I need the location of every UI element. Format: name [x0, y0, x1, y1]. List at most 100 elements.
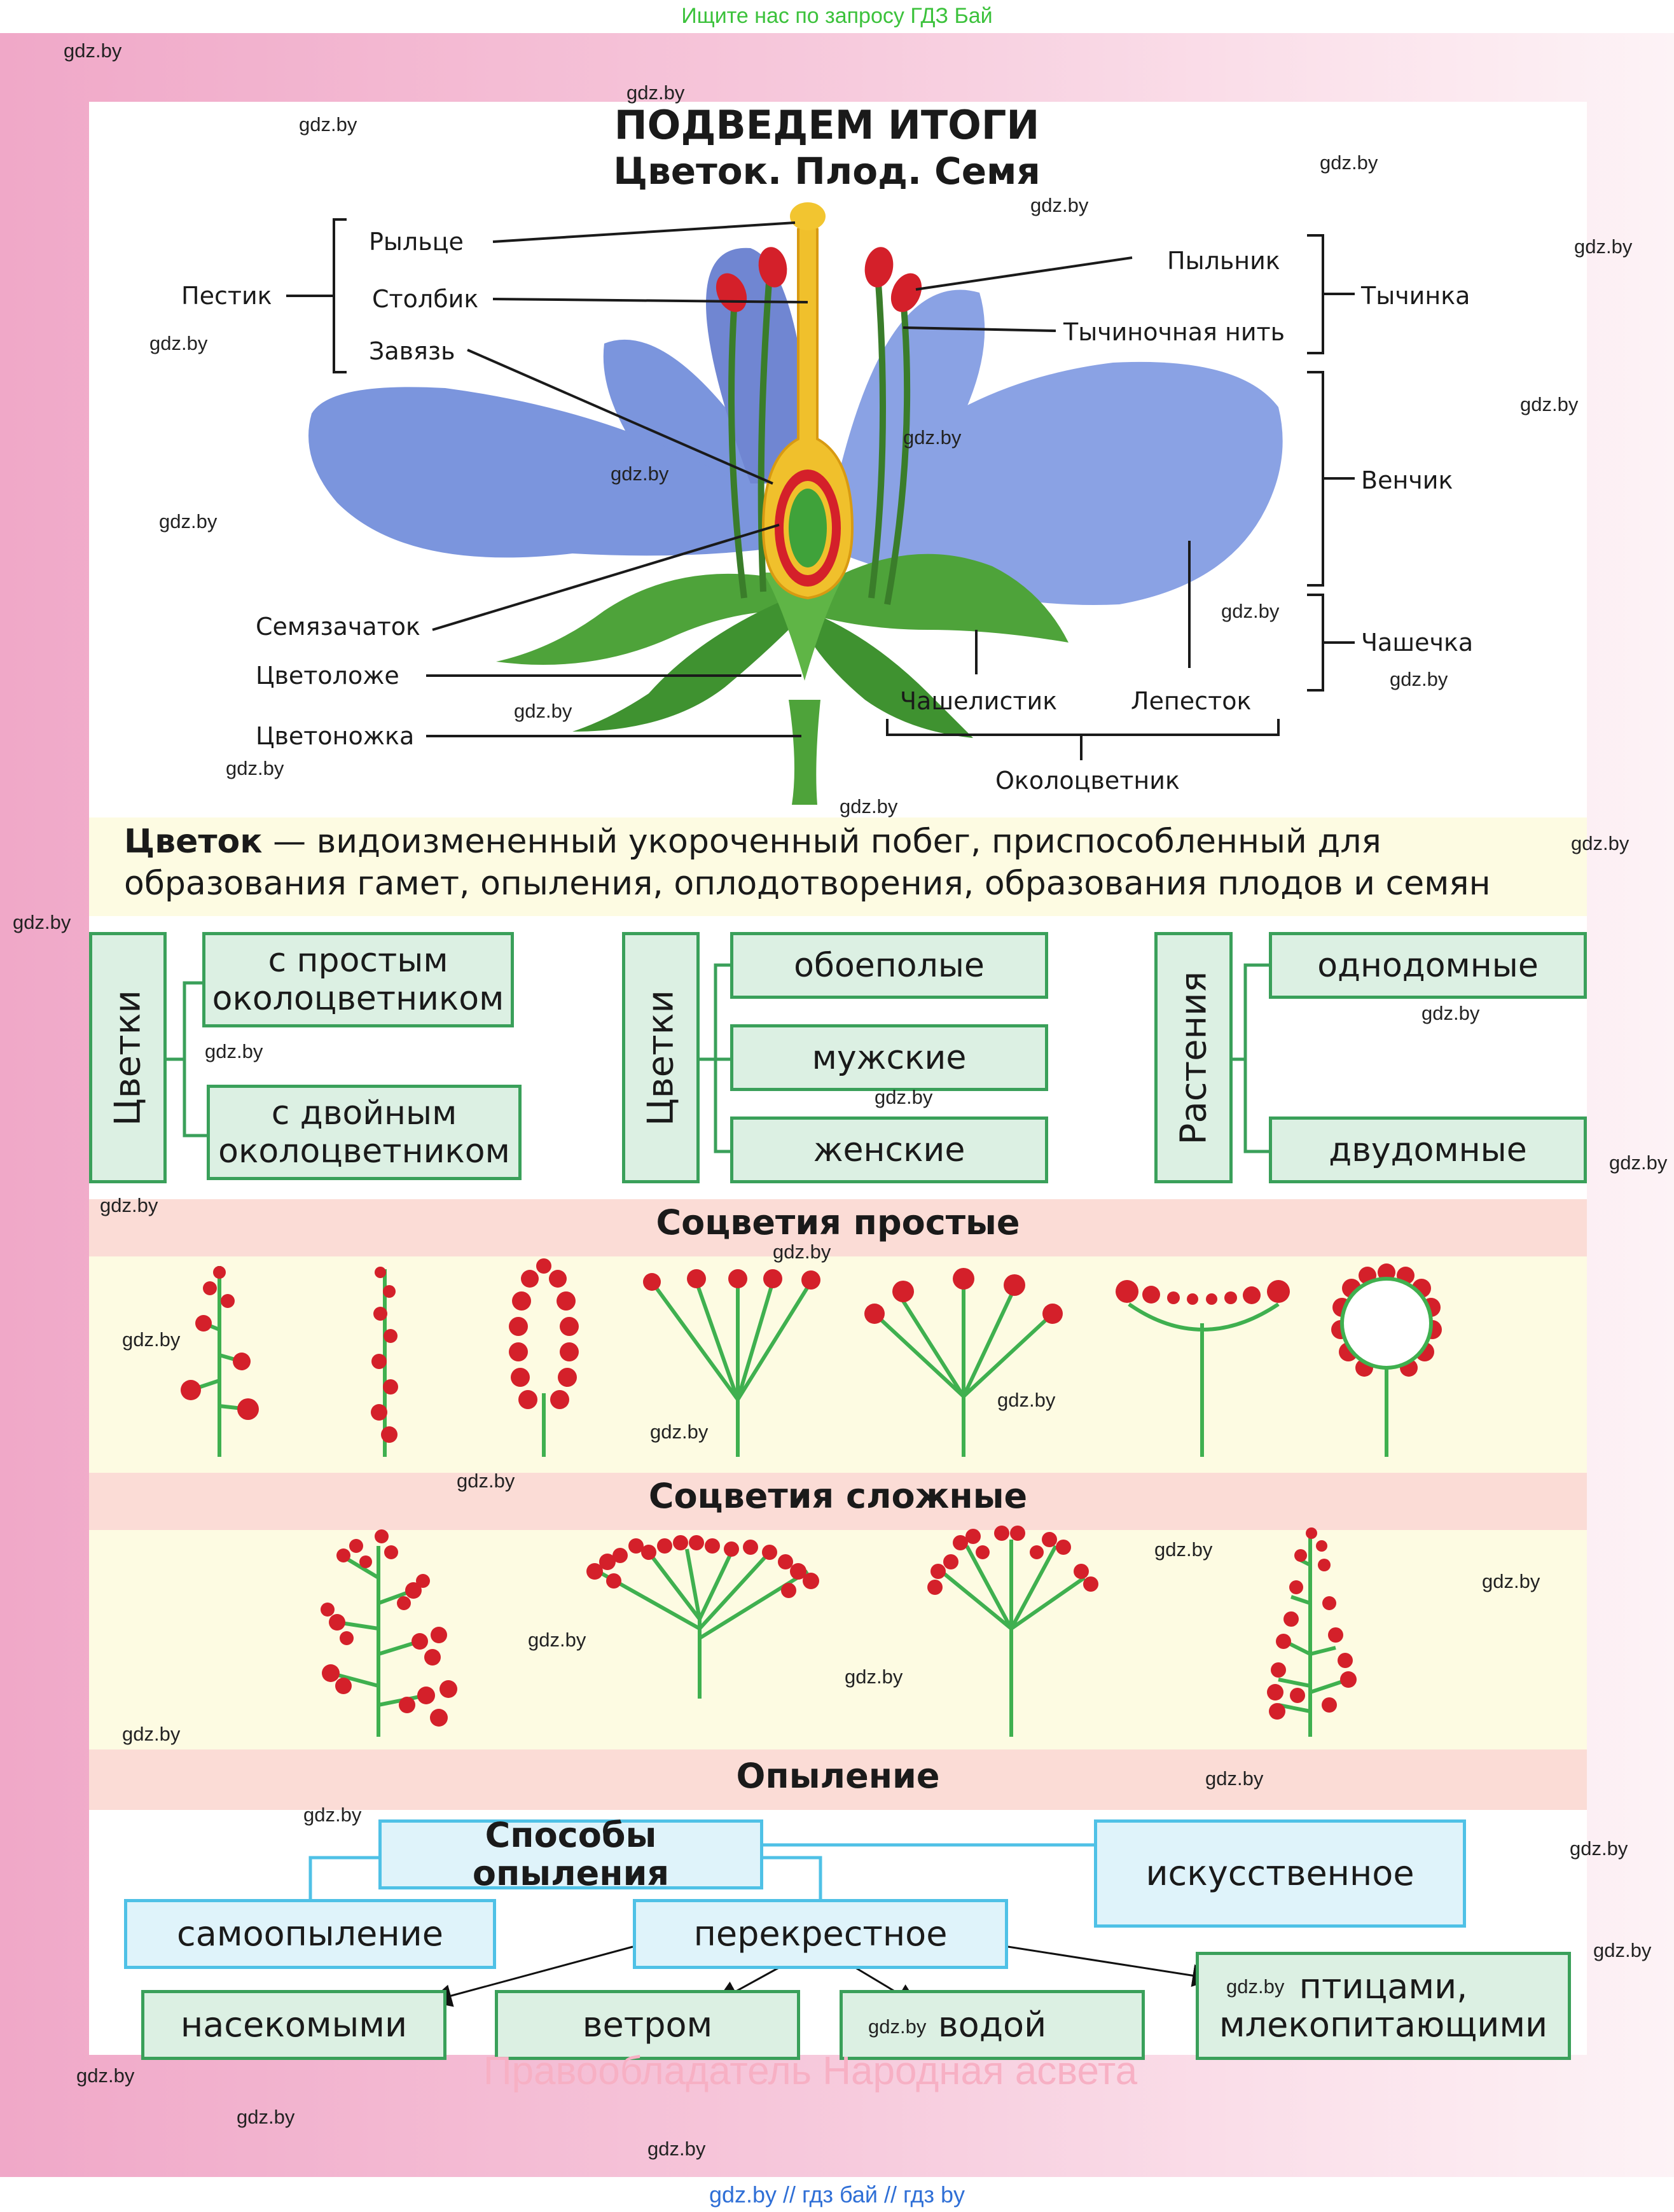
watermark: gdz.by	[1520, 393, 1579, 415]
box-female: женские	[730, 1116, 1048, 1183]
sepal-right	[820, 553, 1069, 643]
watermark: gdz.by	[1609, 1151, 1668, 1174]
box-bisexual: обоеполые	[730, 932, 1048, 999]
watermark: gdz.by	[840, 795, 898, 817]
watermark: gdz.by	[1422, 1002, 1480, 1024]
label-venchik: Венчик	[1361, 466, 1453, 494]
watermark: gdz.by	[650, 1421, 709, 1443]
definition-box	[89, 817, 1587, 916]
watermark: gdz.by	[457, 1470, 515, 1492]
petal-back-right	[840, 289, 985, 503]
box-dioecious: двудомные	[1269, 1116, 1587, 1183]
top-banner[interactable]: Ищите нас по запросу ГДЗ Бай	[0, 0, 1674, 33]
watermark: gdz.by	[205, 1040, 263, 1062]
pollination-header-band	[89, 1749, 1587, 1810]
flower-stem	[789, 700, 820, 805]
label-cvetonozhka: Цветоножка	[256, 722, 415, 750]
box-male: мужские	[730, 1024, 1048, 1091]
watermark: gdz.by	[299, 113, 357, 136]
stigma	[790, 202, 826, 230]
watermark: gdz.by	[1030, 194, 1089, 216]
watermark: gdz.by	[1154, 1538, 1213, 1561]
watermark: gdz.by	[1390, 668, 1448, 690]
simple-inflorescences-panel	[89, 1256, 1587, 1473]
watermark: gdz.by	[875, 1086, 933, 1108]
watermark: gdz.by	[1320, 151, 1378, 174]
page-title: ПОДВЕДЕМ ИТОГИ	[614, 102, 1040, 148]
label-lepestok: Лепесток	[1131, 687, 1252, 715]
page-subtitle: Цветок. Плод. Семя	[613, 150, 1041, 193]
simple-inflorescences-title: Соцветия простые	[656, 1202, 1020, 1242]
watermark: gdz.by	[1570, 1837, 1628, 1860]
watermark: gdz.by	[1221, 600, 1280, 622]
watermark: gdz.by	[997, 1389, 1056, 1411]
petal-left	[308, 387, 782, 558]
watermark: gdz.by	[647, 2138, 706, 2160]
watermark: gdz.by	[122, 1328, 181, 1351]
label-stolbik: Столбик	[372, 285, 479, 313]
watermark: gdz.by	[159, 510, 218, 532]
complex-header-band	[89, 1473, 1587, 1530]
classification-head-1: Цветки	[89, 932, 167, 1183]
ovule	[789, 489, 827, 567]
watermark: gdz.by	[1482, 1570, 1540, 1592]
self-pollination-box: самоопыление	[124, 1899, 496, 1969]
cross-pollination-box: перекрестное	[633, 1899, 1008, 1969]
watermark: gdz.by	[845, 1666, 903, 1688]
watermark: gdz.by	[903, 426, 962, 449]
watermark: gdz.by	[1571, 832, 1629, 854]
label-tych-nit: Тычиночная нить	[1063, 318, 1285, 346]
watermark: gdz.by	[226, 757, 284, 779]
definition-text: Цветок — видоизмененный укороченный побе…	[124, 821, 1574, 905]
watermark: gdz.by	[149, 332, 208, 354]
sepal-left	[496, 573, 789, 665]
watermark: gdz.by	[64, 39, 122, 62]
watermark: gdz.by	[237, 2106, 295, 2128]
complex-inflorescences-title: Соцветия сложные	[648, 1476, 1028, 1516]
label-zavyaz: Завязь	[369, 337, 455, 365]
watermark: gdz.by	[303, 1804, 362, 1826]
simple-header-band	[89, 1199, 1587, 1256]
watermark: gdz.by	[1574, 235, 1633, 258]
sepal-lower-right	[808, 611, 973, 738]
petal-right	[840, 361, 1283, 605]
watermark: gdz.by	[13, 911, 71, 933]
watermark: gdz.by	[1226, 1975, 1285, 1998]
label-tychinka: Тычинка	[1361, 282, 1470, 310]
box-simple-perianth: с простым околоцветником	[202, 932, 514, 1027]
watermark: gdz.by	[1593, 1939, 1652, 1961]
petal-back-left	[603, 339, 763, 499]
receptacle	[763, 573, 846, 681]
insects-box: насекомыми	[141, 1990, 446, 2060]
label-chashechka: Чашечка	[1361, 629, 1474, 657]
definition-body: — видоизмененный укороченный побег, прис…	[124, 823, 1491, 903]
definition-term: Цветок	[124, 823, 263, 861]
label-cvetolozhe: Цветоложе	[256, 662, 399, 690]
artificial-pollination-box: искусственное	[1094, 1819, 1466, 1928]
box-monoecious: однодомные	[1269, 932, 1587, 999]
watermark: gdz.by	[100, 1194, 158, 1216]
wind-box: ветром	[495, 1990, 800, 2060]
label-chashelistik: Чашелистик	[900, 687, 1058, 715]
animals-box: птицами, млекопитающими	[1196, 1952, 1571, 2060]
pollination-methods-box: Способы опыления	[378, 1816, 763, 1893]
footer-links[interactable]: gdz.by // гдз бай // гдз by	[0, 2177, 1674, 2212]
box-double-perianth: с двойным околоцветником	[207, 1085, 522, 1180]
owner-watermark: Правообладатель Народная асвета	[483, 2049, 1138, 2093]
label-semyazachatok: Семязачаток	[256, 613, 421, 641]
watermark: gdz.by	[773, 1241, 831, 1263]
watermark: gdz.by	[611, 463, 669, 485]
watermark: gdz.by	[868, 2015, 927, 2038]
watermark: gdz.by	[1205, 1767, 1264, 1790]
sepal-lower-left	[572, 598, 795, 732]
label-pestik: Пестик	[181, 282, 272, 310]
classification-head-3: Растения	[1154, 932, 1233, 1183]
watermark: gdz.by	[528, 1629, 586, 1651]
water-box: водой	[840, 1990, 1145, 2060]
label-rylce: Рыльце	[369, 228, 464, 256]
